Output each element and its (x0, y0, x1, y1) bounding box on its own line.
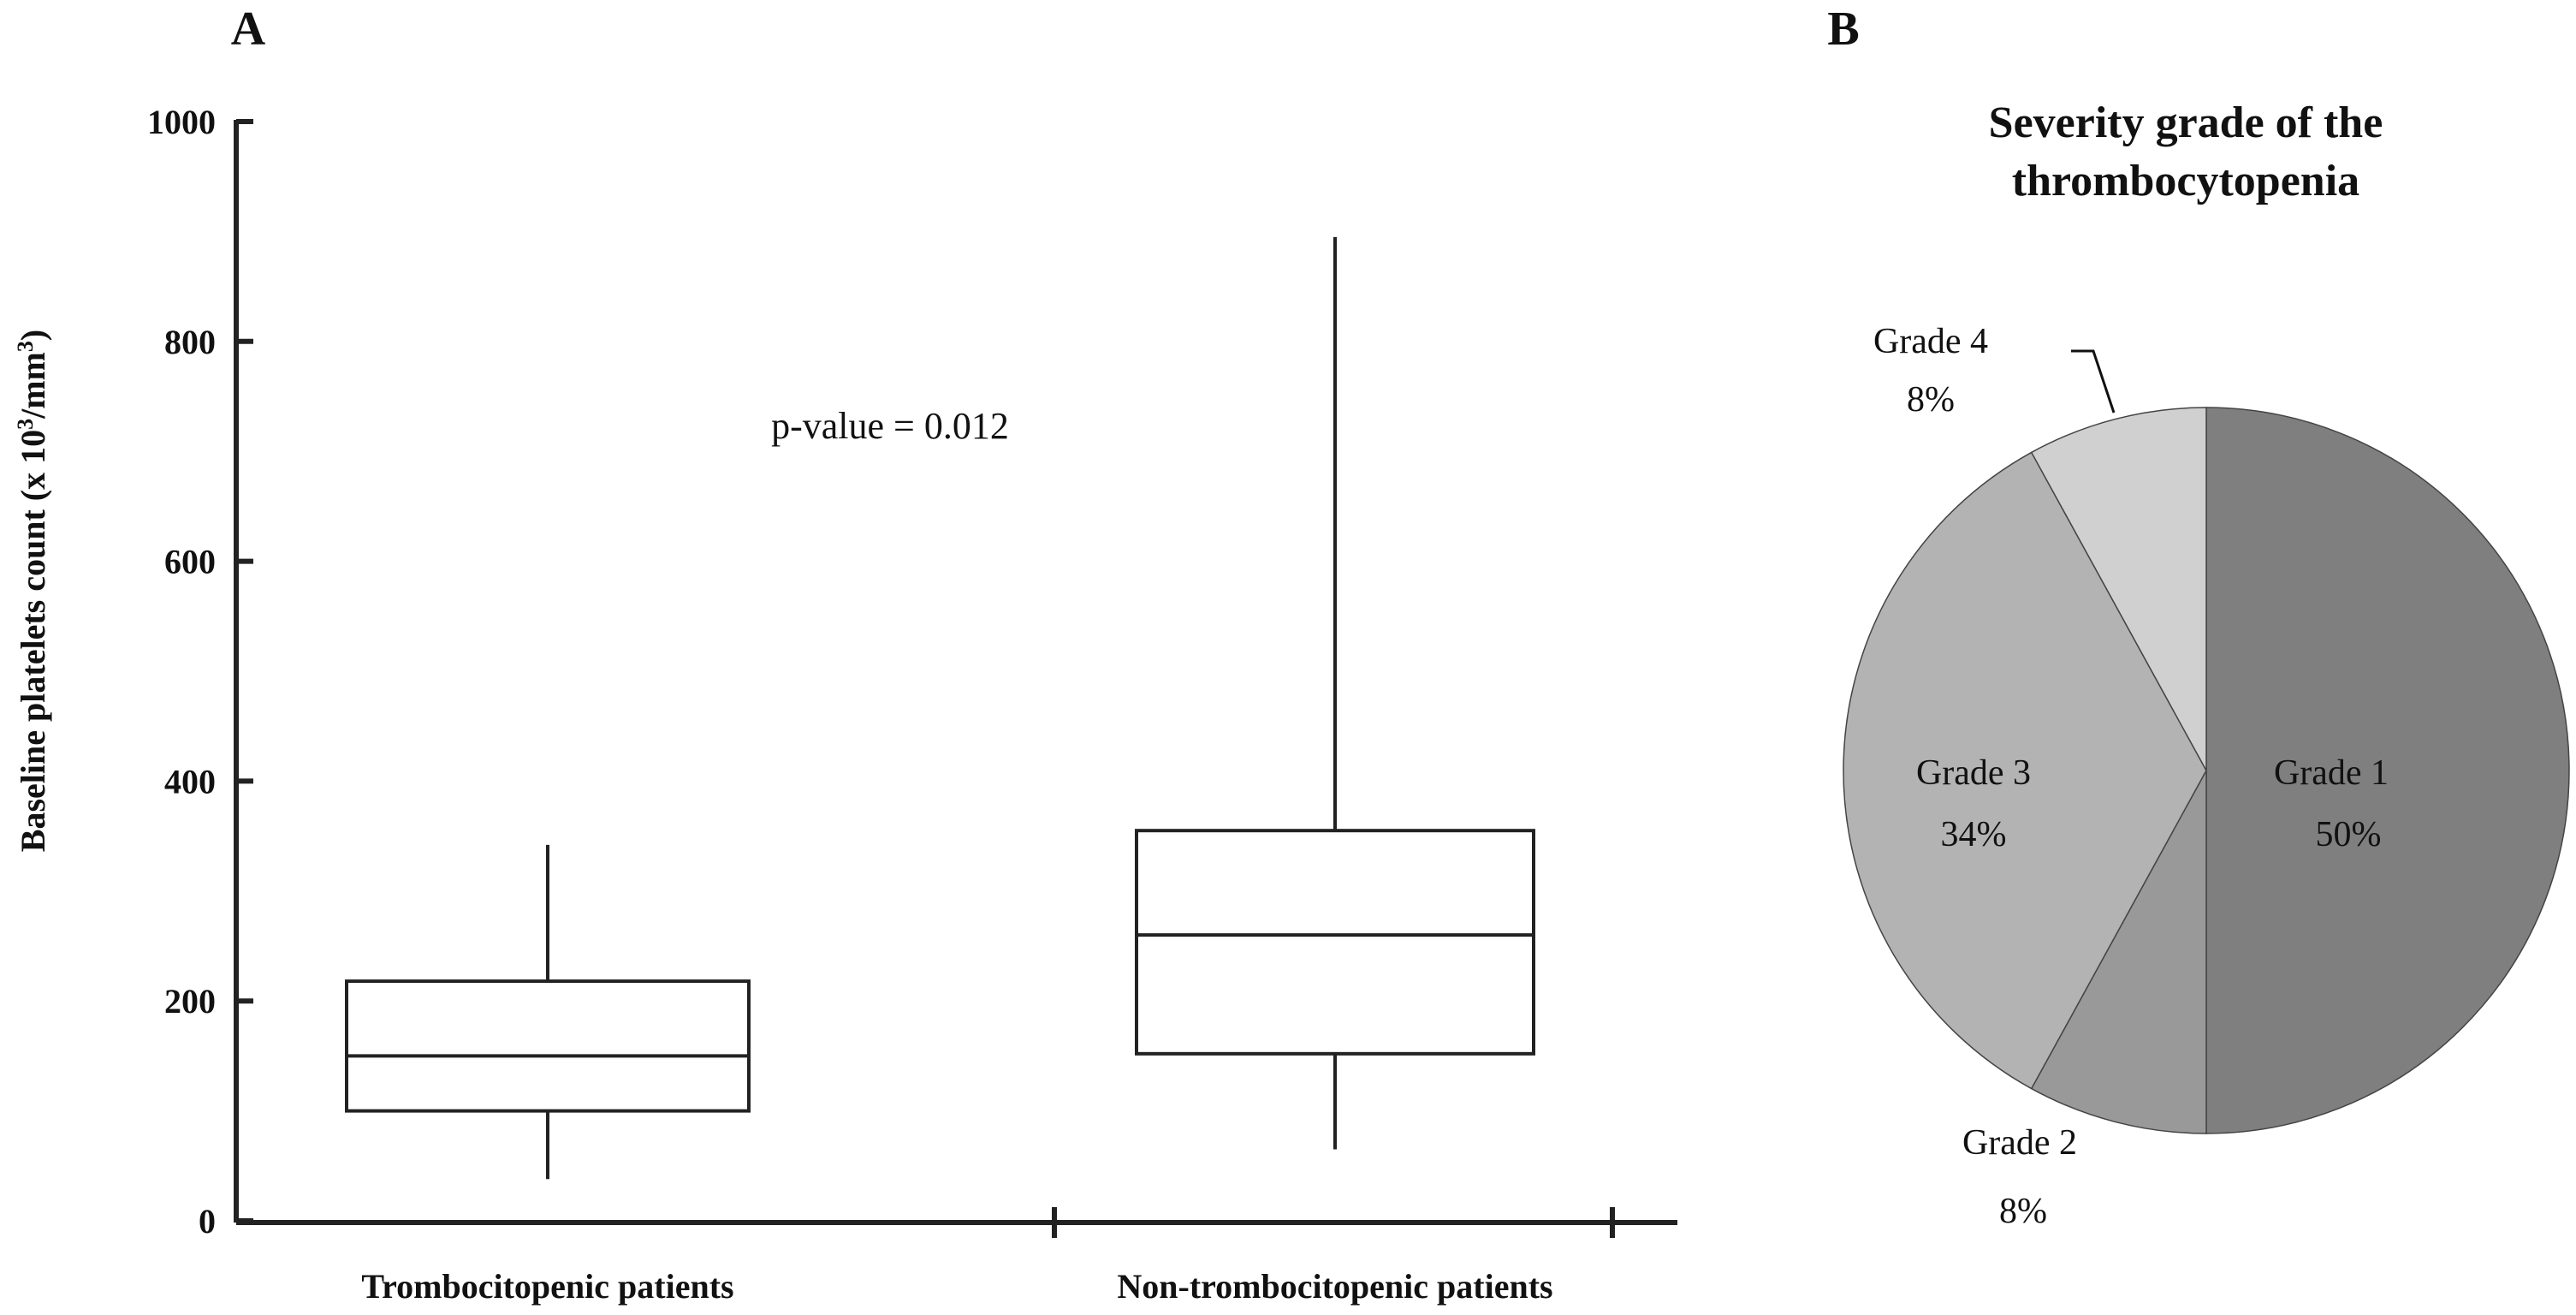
slice-value-grade-2: 8% (1999, 1192, 2047, 1231)
slice-value-grade-1: 50% (2316, 815, 2382, 854)
pie-chart-panel: B Severity grade of the thrombocytopenia… (1827, 3, 2570, 1231)
panel-a-letter: A (231, 3, 266, 56)
y-tick-label: 600 (164, 543, 216, 581)
y-tick-label: 200 (164, 982, 216, 1020)
box-trombocitopenic (345, 844, 751, 1180)
box-non-trombocitopenic (1135, 236, 1535, 1150)
slice-label-grade-3: Grade 3 (1916, 753, 2031, 793)
pie-title-line-1: Severity grade of the (1989, 98, 2383, 147)
grade-4-leader-line (2071, 349, 2116, 414)
pie-slice-grade-4 (2030, 407, 2207, 771)
pie-slice-grade-3 (1843, 451, 2207, 1090)
y-ticks: 0 200 400 600 800 1000 (147, 103, 253, 1241)
x-ticks (1052, 1207, 1615, 1238)
iqr-box (345, 979, 751, 1113)
pie-title-line-2: thrombocytopenia (2012, 157, 2359, 205)
slice-value-grade-3: 34% (1941, 815, 2007, 854)
y-tick-label: 1000 (147, 103, 216, 141)
pie-slices (1843, 407, 2570, 1134)
panel-b-letter: B (1827, 3, 1859, 56)
iqr-box (1135, 829, 1535, 1056)
slice-value-grade-4: 8% (1907, 380, 1955, 419)
slice-label-grade-4: Grade 4 (1873, 322, 1988, 361)
p-value-annotation: p-value = 0.012 (771, 405, 1009, 447)
y-tick-label: 800 (164, 323, 216, 361)
y-axis-label: Baseline platelets count (x 103/mm3) (13, 330, 53, 852)
category-label-non-trombocitopenic: Non-trombocitopenic patients (1117, 1267, 1552, 1306)
y-tick-label: 0 (199, 1202, 216, 1241)
box-plot-panel: A Baseline platelets count (x 103/mm3) 0… (13, 3, 1677, 1306)
pie-slice-grade-1 (2205, 407, 2570, 1134)
pie-slice-grade-2 (2030, 770, 2207, 1134)
slice-label-grade-2: Grade 2 (1962, 1123, 2077, 1163)
boxes (345, 236, 1535, 1180)
category-label-trombocitopenic: Trombocitopenic patients (361, 1267, 733, 1306)
y-tick-label: 400 (164, 762, 216, 800)
slice-label-grade-1: Grade 1 (2274, 753, 2389, 793)
